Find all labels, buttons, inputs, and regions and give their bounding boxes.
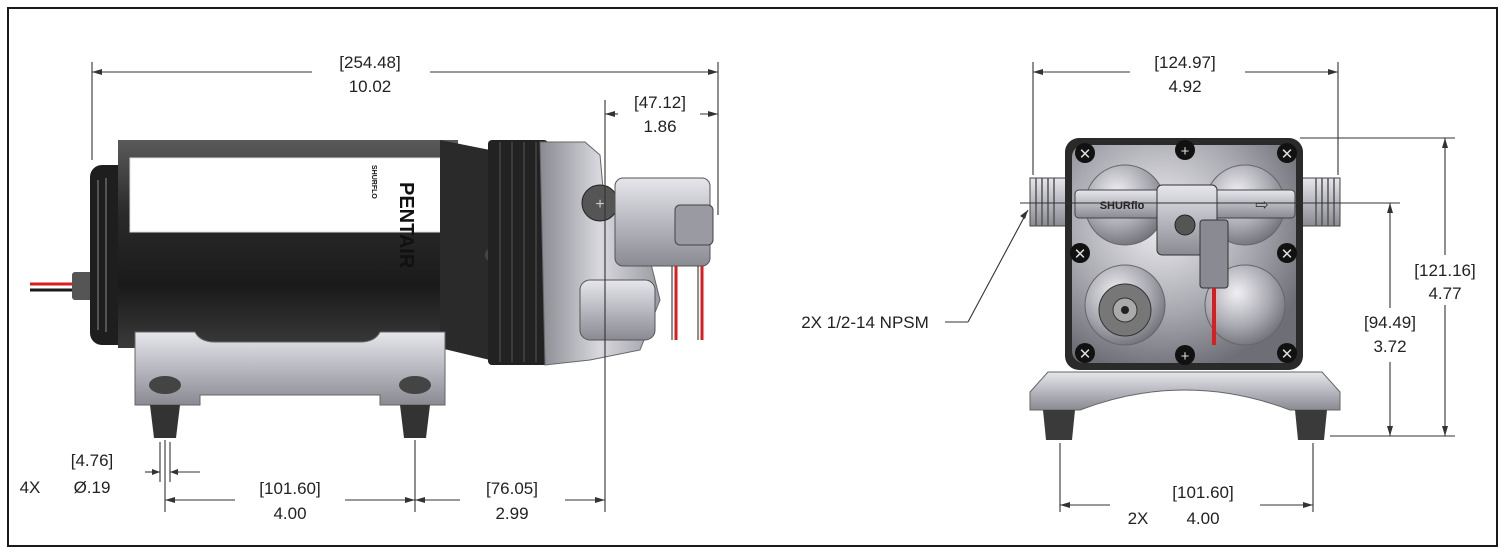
svg-text:Ø.19: Ø.19 [74,478,111,497]
svg-text:✕: ✕ [1281,346,1294,363]
mount-hole-left [149,376,181,394]
motor-label-small: SHURFLO [370,165,377,199]
svg-text:1.86: 1.86 [643,117,676,136]
svg-text:2.99: 2.99 [495,504,528,523]
svg-text:4.00: 4.00 [1186,509,1219,528]
svg-text:✕: ✕ [1281,246,1294,263]
rubber-foot-right [400,405,430,438]
side-view: PENTAIR SHURFLO + [20,53,719,523]
switch-wires [671,266,704,340]
front-logo: SHURflo [1100,200,1145,212]
dim-front-height: [121.16] 4.77 [1300,137,1476,437]
svg-text:[94.49]: [94.49] [1364,313,1416,332]
front-view: SHURflo ⇨ ✕ + ✕ ✕ ✕ ✕ + ✕ [801,53,1476,528]
svg-text:✕: ✕ [1074,246,1087,263]
motor-flange [440,140,490,360]
svg-text:+: + [1181,143,1190,160]
drawing-frame [7,7,1498,547]
svg-text:[121.16]: [121.16] [1414,261,1475,280]
ports-callout: 2X 1/2-14 NPSM [801,209,1029,332]
dim-mount-spacing: [101.60] 4.00 [164,440,416,523]
switch-cap [674,204,714,246]
dim-overall-length: [254.48] 10.02 [91,53,719,215]
mounting-base [134,331,446,406]
svg-text:4.00: 4.00 [273,504,306,523]
svg-text:✕: ✕ [1079,146,1092,163]
svg-text:2X 1/2-14 NPSM: 2X 1/2-14 NPSM [801,313,929,332]
power-wires [30,272,94,300]
svg-text:3.72: 3.72 [1373,337,1406,356]
front-base [1029,371,1341,411]
svg-text:✕: ✕ [1079,346,1092,363]
rubber-foot-left [150,405,180,438]
svg-text:[101.60]: [101.60] [259,479,320,498]
svg-text:4.77: 4.77 [1428,284,1461,303]
dim-hole-to-outlet: [76.05] 2.99 [415,479,605,523]
svg-text:10.02: 10.02 [349,77,392,96]
plus-screw-icon: + [595,196,604,213]
svg-text:✕: ✕ [1281,146,1294,163]
front-foot-left [1043,410,1075,440]
front-foot-right [1295,410,1327,440]
dim-mount-hole: [4.76] 4X Ø.19 [20,442,200,497]
svg-text:2X: 2X [1128,509,1149,528]
mount-hole-right [399,376,431,394]
svg-text:4X: 4X [20,478,41,497]
svg-text:[4.76]: [4.76] [71,451,114,470]
head-screws: ✕ + ✕ ✕ ✕ ✕ + ✕ [1070,140,1297,365]
svg-text:4.92: 4.92 [1168,77,1201,96]
svg-text:[101.60]: [101.60] [1172,483,1233,502]
dim-port-height: [94.49] 3.72 [1020,202,1416,436]
svg-text:[47.12]: [47.12] [634,93,686,112]
lower-port [579,279,656,341]
motor-label-brand: PENTAIR [395,182,417,269]
dim-head-depth: [47.12] 1.86 [604,93,718,512]
end-cap-ribs [97,178,107,332]
dim-foot-spacing: [101.60] 2X 4.00 [1059,443,1314,528]
svg-text:[254.48]: [254.48] [339,53,400,72]
svg-text:[124.97]: [124.97] [1154,53,1215,72]
svg-text:+: + [1181,348,1190,365]
flow-arrow-icon: ⇨ [1255,197,1268,214]
head-collar [488,140,548,365]
dim-front-width: [124.97] 4.92 [1032,53,1339,175]
svg-text:[76.05]: [76.05] [486,479,538,498]
